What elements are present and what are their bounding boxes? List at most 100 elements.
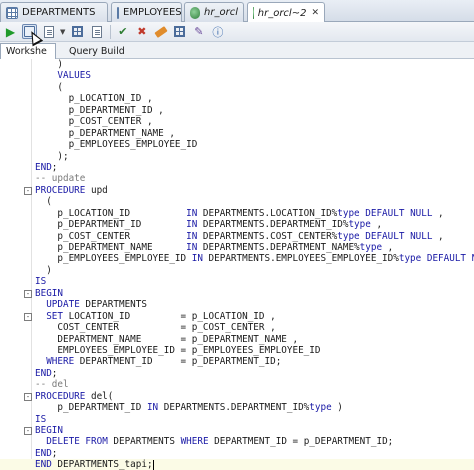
code-text: -- del <box>35 379 69 391</box>
code-line[interactable]: - SET LOCATION_ID = p_LOCATION_ID , <box>0 311 474 322</box>
code-text: ( <box>35 196 52 208</box>
code-text: END; <box>35 367 58 379</box>
code-line[interactable]: p_DEPARTMENT_NAME , <box>0 128 474 139</box>
code-line[interactable]: p_LOCATION_ID IN DEPARTMENTS.LOCATION_ID… <box>0 208 474 219</box>
run-statement-icon[interactable]: ▶ <box>5 24 16 39</box>
commit-icon[interactable]: ✔ <box>118 25 128 38</box>
code-text: BEGIN <box>35 425 63 436</box>
code-line[interactable]: IS <box>0 276 474 287</box>
code-line[interactable]: WHERE DEPARTMENT_ID = p_DEPARTMENT_ID; <box>0 356 474 367</box>
code-line[interactable]: ( <box>0 82 474 93</box>
database-icon <box>253 7 254 19</box>
code-line[interactable]: p_DEPARTMENT_ID IN DEPARTMENTS.DEPARTMEN… <box>0 402 474 413</box>
code-text: ( <box>35 81 63 93</box>
rollback-icon[interactable]: ✖ <box>137 25 147 38</box>
code-text: IS <box>35 276 47 288</box>
tab-query-builder[interactable]: Query Build <box>64 43 142 59</box>
table-icon <box>117 6 119 19</box>
code-text: p_DEPARTMENT_NAME IN DEPARTMENTS.DEPARTM… <box>35 242 394 253</box>
code-line[interactable]: UPDATE DEPARTMENTS <box>0 299 474 310</box>
code-line[interactable]: EMPLOYEES_EMPLOYEE_ID = p_EMPLOYEES_EMPL… <box>0 345 474 356</box>
code-line[interactable]: -PROCEDURE del( <box>0 391 474 402</box>
code-line[interactable]: p_DEPARTMENT_ID IN DEPARTMENTS.DEPARTMEN… <box>0 219 474 230</box>
database-icon <box>190 6 201 19</box>
code-text: DEPARTMENT_NAME = p_DEPARTMENT_NAME , <box>35 333 299 345</box>
code-line[interactable]: DELETE FROM DEPARTMENTS WHERE DEPARTMENT… <box>0 436 474 447</box>
code-line[interactable]: -- del <box>0 379 474 390</box>
code-line[interactable]: VALUES <box>0 70 474 81</box>
tab-employees[interactable]: EMPLOYEES <box>111 2 182 22</box>
tab-label: DEPARTMENTS <box>22 7 96 18</box>
code-text: ) <box>35 59 63 70</box>
code-text: PROCEDURE upd <box>35 184 108 196</box>
code-line[interactable]: -PROCEDURE upd <box>0 185 474 196</box>
fold-toggle-icon[interactable]: - <box>24 312 32 321</box>
code-text: p_DEPARTMENT_ID IN DEPARTMENTS.DEPARTMEN… <box>35 402 343 414</box>
code-line[interactable]: ); <box>0 151 474 162</box>
code-line[interactable]: p_EMPLOYEES_EMPLOYEE_ID IN DEPARTMENTS.E… <box>0 253 474 264</box>
code-text: BEGIN <box>35 287 63 299</box>
code-text: COST_CENTER = p_COST_CENTER , <box>35 322 276 334</box>
code-line[interactable]: IS <box>0 414 474 425</box>
sql-tuning-icon[interactable] <box>89 24 104 39</box>
format-icon[interactable]: ✎ <box>194 25 204 38</box>
tab-label: hr_orcl <box>204 7 238 18</box>
code-line[interactable]: ) <box>0 265 474 276</box>
code-line[interactable]: END; <box>0 448 474 459</box>
tab-label: Query Build <box>69 45 125 57</box>
worksheet-subtabs: Workshe Query Build <box>0 42 474 59</box>
code-line[interactable]: DEPARTMENT_NAME = p_DEPARTMENT_NAME , <box>0 334 474 345</box>
code-text: p_EMPLOYEES_EMPLOYEE_ID <box>35 139 198 151</box>
fold-toggle-icon[interactable]: - <box>24 289 32 298</box>
fold-toggle-icon[interactable]: - <box>24 427 32 435</box>
code-text: p_DEPARTMENT_ID IN DEPARTMENTS.DEPARTMEN… <box>35 219 383 231</box>
code-text: p_DEPARTMENT_ID , <box>35 104 164 116</box>
code-line[interactable]: p_COST_CENTER , <box>0 116 474 127</box>
tab-hr-orcl[interactable]: hr_orcl <box>184 2 244 22</box>
code-text: p_LOCATION_ID IN DEPARTMENTS.LOCATION_ID… <box>35 207 444 219</box>
code-text: UPDATE DEPARTMENTS <box>46 299 147 311</box>
tab-hr-orcl-2[interactable]: hr_orcl~2 ✕ <box>247 2 325 23</box>
code-line[interactable]: -- update <box>0 173 474 184</box>
code-text: WHERE DEPARTMENT_ID = p_DEPARTMENT_ID; <box>46 356 282 368</box>
code-text: p_EMPLOYEES_EMPLOYEE_ID IN DEPARTMENTS.E… <box>35 253 474 265</box>
code-line[interactable]: -BEGIN <box>0 425 474 436</box>
code-text: p_LOCATION_ID , <box>35 93 153 105</box>
code-line[interactable]: END DEPARTMENTS_tapi; <box>0 459 474 470</box>
code-text: -- update <box>35 173 86 185</box>
tab-departments[interactable]: DEPARTMENTS <box>0 2 108 22</box>
code-text: SET LOCATION_ID = p_LOCATION_ID , <box>46 310 276 322</box>
info-icon[interactable]: ⓘ <box>212 25 224 39</box>
editor-gutter <box>0 59 32 470</box>
fold-toggle-icon[interactable]: - <box>24 392 32 401</box>
explain-plan-icon[interactable] <box>41 24 56 39</box>
tab-label: hr_orcl~2 <box>257 7 307 19</box>
code-text: DELETE FROM DEPARTMENTS WHERE DEPARTMENT… <box>46 436 394 448</box>
code-text: END; <box>35 161 58 173</box>
code-line[interactable]: -BEGIN <box>0 288 474 299</box>
code-line[interactable]: p_EMPLOYEES_EMPLOYEE_ID <box>0 139 474 150</box>
code-area[interactable]: ) VALUES ( p_LOCATION_ID , p_DEPARTMENT_… <box>0 59 474 470</box>
fold-toggle-icon[interactable]: - <box>24 186 32 195</box>
code-line[interactable]: ) <box>0 59 474 70</box>
tab-worksheet[interactable]: Workshe <box>0 43 56 59</box>
code-line[interactable]: p_DEPARTMENT_ID , <box>0 105 474 116</box>
history-icon[interactable] <box>172 24 187 39</box>
code-line[interactable]: COST_CENTER = p_COST_CENTER , <box>0 322 474 333</box>
code-line[interactable]: p_DEPARTMENT_NAME IN DEPARTMENTS.DEPARTM… <box>0 242 474 253</box>
autotrace-icon[interactable] <box>70 24 85 39</box>
code-line[interactable]: p_LOCATION_ID , <box>0 93 474 104</box>
code-text: IS <box>35 413 47 425</box>
sql-editor[interactable]: ) VALUES ( p_LOCATION_ID , p_DEPARTMENT_… <box>0 59 474 470</box>
code-line[interactable]: p_COST_CENTER IN DEPARTMENTS.COST_CENTER… <box>0 231 474 242</box>
close-icon[interactable]: ✕ <box>311 8 319 18</box>
code-line[interactable]: END; <box>0 162 474 173</box>
chevron-down-icon[interactable]: ▼ <box>60 27 66 36</box>
code-line[interactable]: ( <box>0 196 474 207</box>
code-line[interactable]: END; <box>0 368 474 379</box>
text-caret <box>152 459 154 470</box>
clear-icon[interactable] <box>153 24 168 39</box>
code-text: ); <box>35 150 69 162</box>
code-text: VALUES <box>57 70 91 82</box>
code-text: p_COST_CENTER , <box>35 116 153 128</box>
